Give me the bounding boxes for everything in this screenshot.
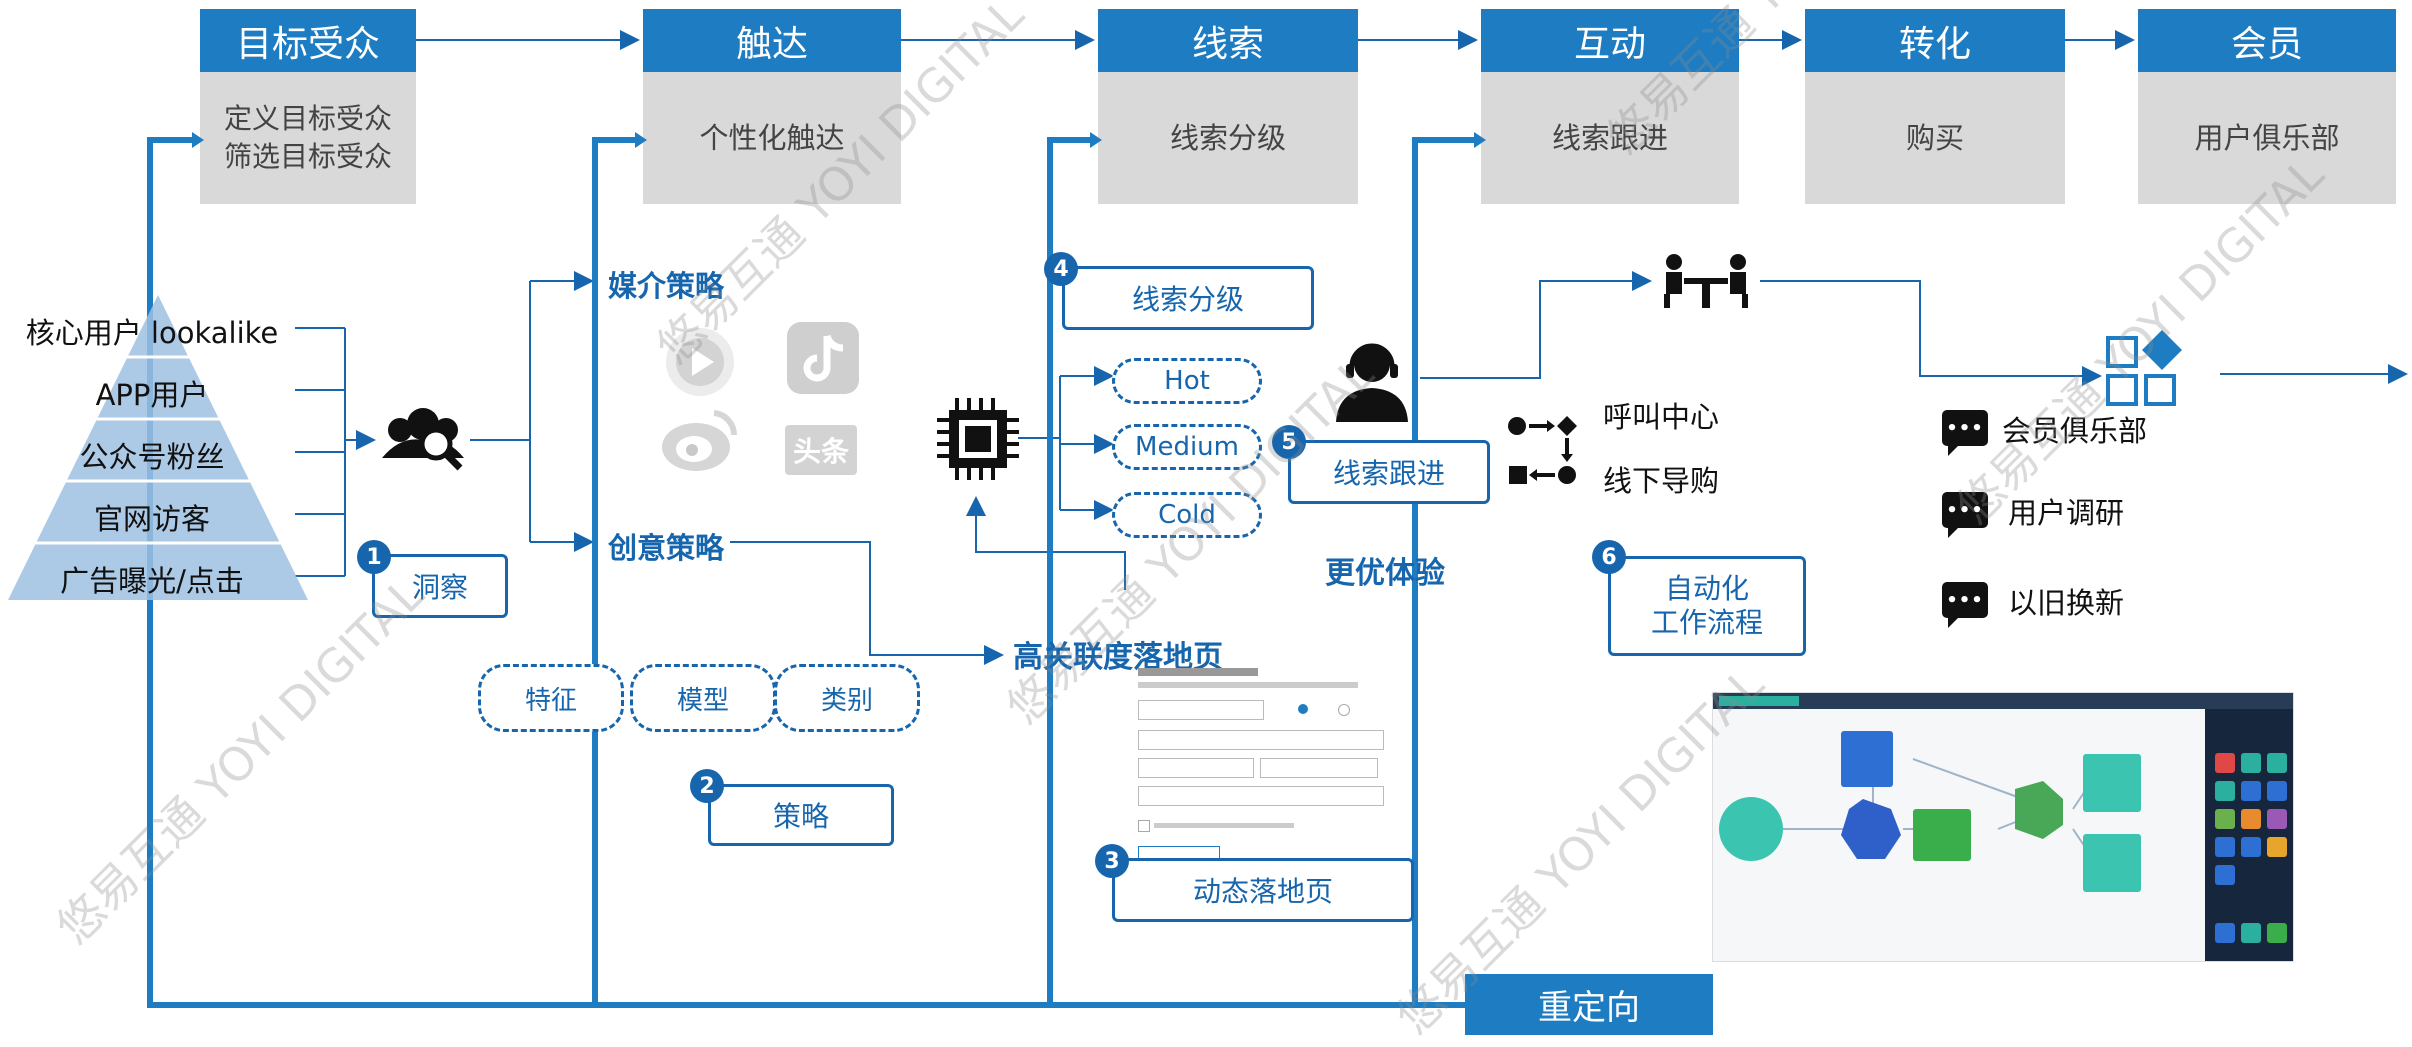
pyramid-level-2: APP用户 [95, 378, 209, 412]
trade-in-chat-icon: ••• [1942, 582, 1988, 628]
stage-body-lead: 线索分级 [1098, 72, 1358, 204]
step-5-badge: 5 [1272, 425, 1306, 459]
douyin-icon [787, 322, 859, 394]
retarget-label: 重定向 [1465, 974, 1713, 1035]
step-1-badge: 1 [357, 540, 391, 574]
creative-strategy-label: 创意策略 [608, 531, 725, 565]
stage-header-interaction: 互动 [1481, 9, 1739, 72]
tencent-video-icon [666, 328, 734, 396]
apps-member-icon [2106, 330, 2182, 406]
toutiao-logo: 头条 [785, 425, 857, 475]
landing-form-preview [1130, 668, 1392, 918]
step-lead-followup-box: 线索跟进 [1288, 440, 1490, 504]
processor-chip-icon [937, 398, 1019, 480]
step-insight-box: 洞察 [372, 554, 508, 618]
step-3-badge: 3 [1095, 844, 1129, 878]
lead-level-hot: Hot [1112, 358, 1262, 404]
pyramid-level-5: 广告曝光/点击 [60, 564, 244, 598]
media-strategy-label: 媒介策略 [608, 269, 725, 303]
pyramid-level-4: 官网访客 [93, 502, 210, 536]
step-strategy-box: 策略 [708, 784, 894, 846]
lead-level-cold: Cold [1112, 492, 1262, 538]
strategy-pill-category: 类别 [774, 664, 920, 732]
member-item-survey: 用户调研 [2008, 496, 2125, 530]
stage-body-audience: 定义目标受众筛选目标受众 [200, 72, 416, 204]
step-6-badge: 6 [1592, 540, 1626, 574]
better-experience-label: 更优体验 [1325, 556, 1445, 591]
audience-pyramid [8, 295, 308, 600]
step-automation-box: 自动化 工作流程 [1608, 556, 1806, 656]
weibo-icon [662, 410, 738, 471]
lead-level-medium: Medium [1112, 424, 1262, 470]
pyramid-level-1: 核心用户 lookalike [25, 316, 279, 350]
stage-body-conversion: 购买 [1805, 72, 2065, 204]
stage-header-audience: 目标受众 [200, 9, 416, 72]
channel-offline-guide: 线下导购 [1603, 464, 1720, 498]
channel-call-center: 呼叫中心 [1603, 400, 1720, 434]
member-item-trade-in: 以旧换新 [2008, 586, 2125, 620]
customer-service-agent-icon [1336, 343, 1408, 422]
audience-insight-icon [382, 408, 464, 471]
user-survey-chat-icon: ••• [1942, 492, 1988, 538]
meeting-icon [1664, 254, 1748, 308]
workflow-editor-screenshot [1712, 692, 2294, 962]
stage-header-conversion: 转化 [1805, 9, 2065, 72]
stage-header-lead: 线索 [1098, 9, 1358, 72]
call-center-flow-icon [1508, 416, 1577, 484]
stage-body-member: 用户俱乐部 [2138, 72, 2396, 204]
stage-header-reach: 触达 [643, 9, 901, 72]
strategy-pill-feature: 特征 [478, 664, 624, 732]
pyramid-level-3: 公众号粉丝 [79, 440, 225, 474]
step-2-badge: 2 [690, 769, 724, 803]
step-dynamic-landing-box: 动态落地页 [1112, 858, 1414, 922]
stage-header-member: 会员 [2138, 9, 2396, 72]
step-lead-grading-box: 线索分级 [1062, 266, 1314, 330]
member-item-club: 会员俱乐部 [2002, 414, 2148, 448]
step-4-badge: 4 [1044, 252, 1078, 286]
strategy-pill-model: 模型 [630, 664, 776, 732]
stage-body-interaction: 线索跟进 [1481, 72, 1739, 204]
stage-body-reach: 个性化触达 [643, 72, 901, 204]
member-club-chat-icon: ••• [1942, 410, 1988, 456]
